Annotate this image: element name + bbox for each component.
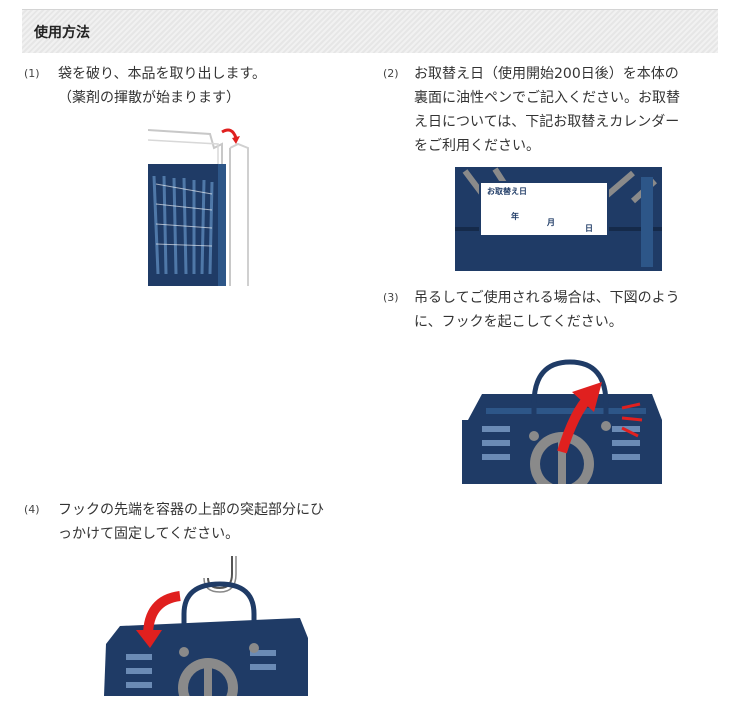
raise-hook-illustration [462,356,664,484]
section-header: 使用方法 [22,9,718,53]
date-label-card: お取替え日 年 月 日 [479,181,609,237]
step-number: (1) [24,67,40,80]
step-text-line: お取替え日（使用開始200日後）を本体の [414,66,679,82]
step-text-line: に、フックを起こしてください。 [414,314,623,330]
step-text-line: フックの先端を容器の上部の突起部分にひ [58,502,324,518]
step-text-line: え日については、下記お取替えカレンダー [414,114,680,130]
step-text-line: っかけて固定してください。 [58,526,240,542]
date-label-title: お取替え日 [487,187,527,196]
step-number: (2) [383,67,399,80]
date-label-month: 月 [547,218,555,227]
step-text-line: 吊るしてご使用される場合は、下図のよう [414,290,680,306]
step-text-line: をご利用ください。 [414,138,540,154]
step-text-line: （薬剤の揮散が始まります） [58,90,240,106]
date-label-day: 日 [585,224,593,233]
date-label-illustration: お取替え日 年 月 日 [455,167,662,271]
step-number: (4) [24,503,40,516]
section-title: 使用方法 [34,25,90,41]
fix-hook-illustration [104,556,308,696]
step-number: (3) [383,291,399,304]
step-text-line: 裏面に油性ペンでご記入ください。お取替 [414,90,680,106]
date-label-year: 年 [511,212,519,221]
step-text-line: 袋を破り、本品を取り出します。 [58,66,267,82]
open-bag-illustration [148,124,260,286]
